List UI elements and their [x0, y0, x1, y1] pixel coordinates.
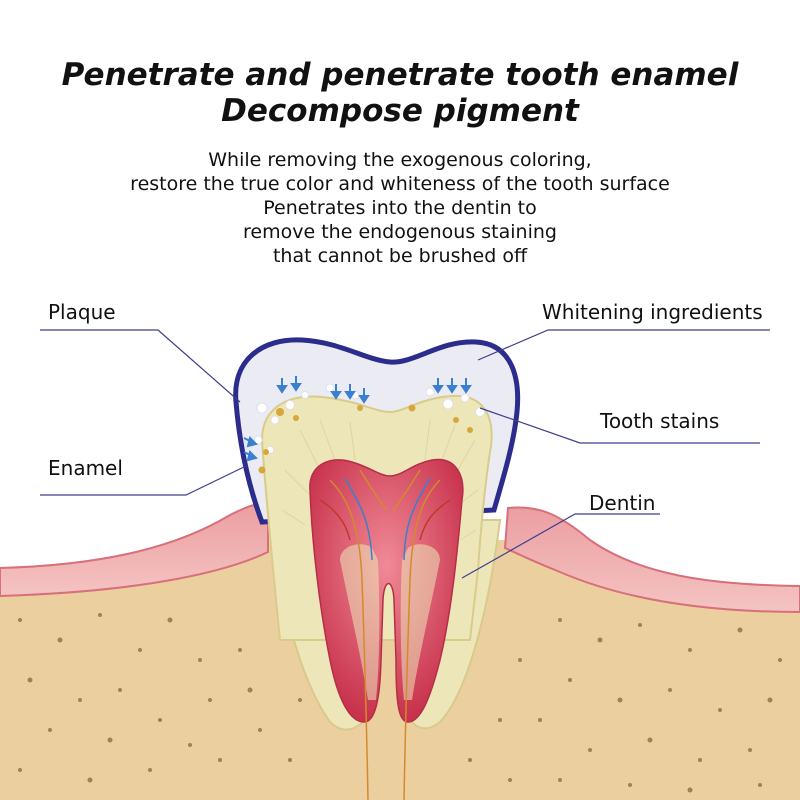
bone-pores: [18, 613, 782, 793]
leader-lines: [40, 329, 770, 579]
plaque-leader: [40, 329, 241, 403]
label-plaque: Plaque: [48, 300, 116, 324]
tooth-stains: [258, 404, 473, 474]
label-enamel: Enamel: [48, 456, 123, 480]
blood-vessels: [319, 469, 451, 800]
whitening-arrows: [243, 376, 472, 462]
dentin-tubules: [281, 419, 479, 541]
description: While removing the exogenous coloring, r…: [0, 148, 800, 268]
whitening-leader: [477, 329, 770, 361]
description-line: remove the endogenous staining: [243, 221, 557, 243]
pulp: [309, 458, 464, 723]
description-line: Penetrates into the dentin to: [263, 197, 537, 219]
stains-leader: [479, 407, 760, 444]
label-tooth-stains: Tooth stains: [600, 409, 720, 433]
enamel-leader: [40, 465, 247, 496]
pulp-inner-dentin: [340, 544, 380, 700]
description-line: restore the true color and whiteness of …: [130, 173, 670, 195]
title-line-2: Decompose pigment: [221, 93, 579, 129]
title-line-1: Penetrate and penetrate tooth enamel: [61, 57, 739, 93]
dentin-leader: [461, 513, 660, 579]
description-line: While removing the exogenous coloring,: [208, 149, 592, 171]
gum-right: [503, 506, 800, 614]
label-whitening-ingredients: Whitening ingredients: [542, 300, 763, 324]
description-line: that cannot be brushed off: [272, 245, 528, 267]
label-dentin: Dentin: [589, 491, 656, 515]
